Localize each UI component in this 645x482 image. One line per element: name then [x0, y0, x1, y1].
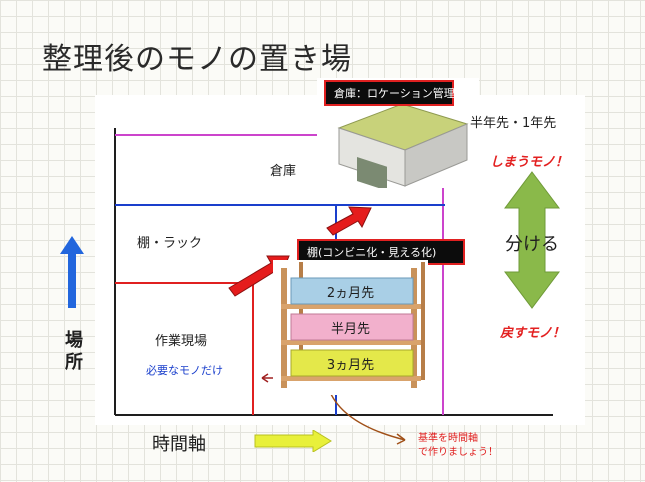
worksite-zone-label: 作業現場	[155, 334, 208, 349]
shelf-tier-label: 半月先	[330, 322, 370, 337]
slide-title: 整理後のモノの置き場	[42, 42, 352, 77]
shelf-zone-label: 棚・ラック	[137, 236, 203, 251]
shelf-image: 2ヵ月先 半月先 3ヵ月先	[273, 260, 428, 395]
shelving-rack-icon	[281, 262, 425, 388]
time-basis-note-line1: 基準を時間軸	[418, 433, 478, 444]
store-items-label: しまうモノ！	[490, 155, 569, 170]
y-axis-label-text: 場所	[65, 330, 83, 373]
shelf-tier-label: 3ヵ月先	[326, 358, 375, 373]
x-axis-label: 時間軸	[152, 434, 206, 455]
warehouse-zone-label: 倉庫	[270, 164, 297, 179]
warehouse-building-icon	[337, 103, 469, 191]
double-vertical-arrow-icon	[504, 171, 560, 309]
half-year-label: 半年先・1年先	[470, 116, 557, 131]
y-axis-label: 場所	[63, 330, 85, 374]
shelf-tier-label: 2ヵ月先	[326, 286, 375, 301]
time-basis-note-line2: で作りましょう！	[418, 447, 498, 458]
red-arrow-upper-icon	[326, 206, 372, 236]
return-items-label: 戻すモノ！	[500, 326, 566, 341]
worksite-note: 必要なモノだけ	[146, 364, 223, 377]
separate-label: 分ける	[505, 234, 559, 255]
warehouse-location-label: 倉庫：ロケーション管理	[324, 80, 455, 106]
right-arrow-icon	[254, 430, 332, 452]
time-basis-note: 基準を時間軸 で作りましょう！	[418, 432, 498, 460]
up-arrow-icon	[60, 236, 84, 308]
